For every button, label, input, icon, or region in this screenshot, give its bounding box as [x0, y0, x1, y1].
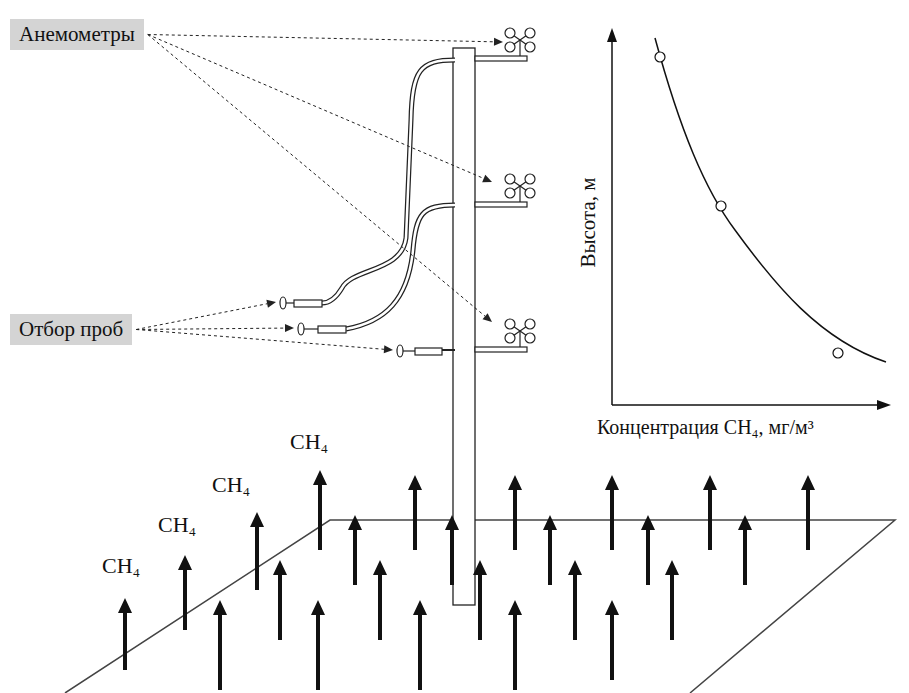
flux-arrow	[218, 612, 222, 690]
callout-box: Отбор проб	[10, 314, 132, 345]
flux-arrowhead	[445, 515, 459, 530]
sampler	[280, 297, 442, 357]
leader-arrowhead	[266, 300, 276, 308]
flux-arrowhead	[178, 555, 192, 570]
flux-arrow	[670, 572, 674, 640]
flux-arrow	[418, 612, 422, 690]
flux-arrow	[548, 527, 552, 585]
flux-arrowhead	[801, 475, 815, 490]
axis-title: Высота, м	[576, 177, 601, 267]
flux-arrow	[450, 527, 454, 585]
flux-arrow	[316, 612, 320, 690]
field-outline	[65, 520, 895, 693]
flux-arrowhead	[508, 475, 522, 490]
mast-arm	[475, 202, 527, 207]
flux-arrowhead	[605, 475, 619, 490]
flux-arrowhead	[508, 600, 522, 615]
leader-arrowhead	[482, 175, 492, 182]
leader-arrowhead	[384, 345, 393, 353]
flux-arrow	[478, 572, 482, 640]
flux-arrow	[743, 527, 747, 585]
leader-line	[136, 304, 267, 330]
leader-line	[136, 328, 285, 329]
flux-arrow	[353, 527, 357, 585]
flux-arrow	[646, 527, 650, 585]
leader-line	[136, 330, 384, 350]
anemometer	[505, 174, 535, 202]
flux-arrow	[123, 610, 127, 670]
flux-arrow	[318, 482, 322, 550]
leader-line	[148, 35, 494, 42]
gas-label: CH₄	[102, 553, 140, 579]
flux-arrow	[806, 487, 810, 550]
flux-arrow	[183, 567, 187, 630]
flux-arrowhead	[118, 598, 132, 613]
flux-arrowhead	[408, 475, 422, 490]
flux-arrowhead	[665, 560, 679, 575]
mast-arm	[475, 56, 527, 61]
leader-arrowhead	[483, 313, 492, 322]
methane-flux-arrows	[118, 470, 815, 690]
flux-arrowhead	[568, 560, 582, 575]
flux-arrowhead	[213, 600, 227, 615]
callout-text: Отбор проб	[19, 317, 123, 341]
flux-arrowhead	[313, 470, 327, 485]
mast	[453, 48, 475, 605]
flux-arrowhead	[273, 560, 287, 575]
profile-chart	[607, 28, 891, 410]
flux-arrowhead	[250, 512, 264, 527]
flux-arrowhead	[641, 515, 655, 530]
flux-arrowhead	[738, 515, 752, 530]
gas-label: CH₄	[212, 472, 250, 498]
sampling-tubes	[322, 60, 455, 350]
anemometer	[505, 319, 535, 347]
callout-text: Анемометры	[19, 22, 135, 46]
leader-line	[148, 35, 484, 179]
leader-line	[148, 35, 485, 317]
flux-arrowhead	[605, 600, 619, 615]
axis-title: Концентрация CH₄, мг/м³	[597, 416, 814, 439]
mast-arm	[475, 347, 527, 352]
leader-arrowhead	[494, 38, 503, 46]
flux-arrow	[378, 572, 382, 640]
flux-arrow	[413, 487, 417, 550]
flux-arrow	[278, 572, 282, 640]
flux-arrow	[708, 487, 712, 550]
flux-arrowhead	[373, 560, 387, 575]
flux-arrowhead	[703, 475, 717, 490]
flux-arrow	[513, 487, 517, 550]
gas-label: CH₄	[158, 512, 196, 538]
flux-arrow	[573, 572, 577, 640]
flux-arrowhead	[413, 600, 427, 615]
gas-label: CH₄	[290, 429, 328, 455]
leader-arrowhead	[285, 324, 294, 332]
flux-arrowhead	[543, 515, 557, 530]
flux-arrow	[610, 487, 614, 550]
flux-arrowhead	[348, 515, 362, 530]
callout-box: Анемометры	[10, 19, 144, 50]
flux-arrowhead	[473, 560, 487, 575]
flux-arrow	[610, 612, 614, 680]
flux-arrow	[255, 524, 259, 590]
flux-arrowhead	[311, 600, 325, 615]
flux-arrow	[513, 612, 517, 690]
anemometer	[505, 28, 535, 56]
